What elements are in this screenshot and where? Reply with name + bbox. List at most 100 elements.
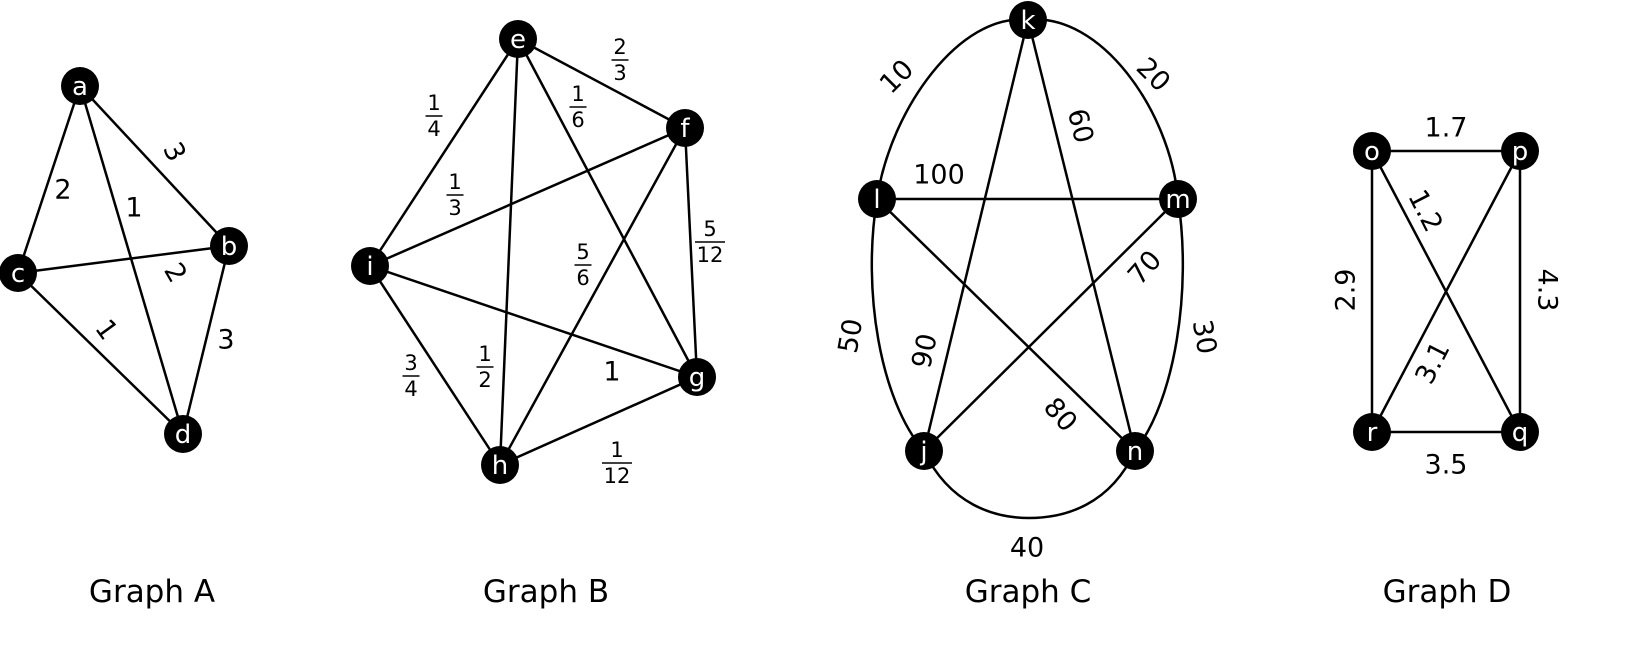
edge-m-j xyxy=(923,198,1179,452)
edge-k-l xyxy=(875,18,1029,200)
edge-weight-b-d: 3 xyxy=(217,325,234,356)
graph-title: Graph B xyxy=(483,574,609,610)
edge-weight-label: 20 xyxy=(1130,52,1176,98)
node-circle xyxy=(164,415,202,453)
node-m: m xyxy=(1159,180,1197,218)
node-circle xyxy=(1116,432,1154,470)
node-circle xyxy=(481,446,519,484)
edge-weight-f-h: 56 xyxy=(574,240,592,290)
node-label: d xyxy=(175,420,192,450)
node-circle xyxy=(1353,132,1391,170)
fraction-numerator: 1 xyxy=(448,170,461,194)
edge-weight-label: 1 xyxy=(88,314,123,346)
edge-b-d xyxy=(181,245,231,435)
fraction-denominator: 6 xyxy=(576,266,589,290)
node-circle xyxy=(61,67,99,105)
edge-weight-l-n: 80 xyxy=(1037,392,1083,438)
node-k: k xyxy=(1009,1,1047,39)
edge-weight-o-p: 1.7 xyxy=(1425,113,1468,144)
edge-f-i xyxy=(369,126,686,268)
edge-c-b xyxy=(17,244,230,275)
node-label: b xyxy=(221,232,238,262)
edge-weight-f-g: 512 xyxy=(695,217,725,267)
edge-weight-label: 40 xyxy=(1010,533,1044,564)
fraction-denominator: 2 xyxy=(478,368,491,392)
node-label: o xyxy=(1364,137,1380,167)
node-g: g xyxy=(678,358,716,396)
edge-weight-h-g: 112 xyxy=(602,438,632,488)
edge-weight-label: 50 xyxy=(833,316,869,355)
edge-weight-label: 4.3 xyxy=(1532,269,1563,312)
edge-weight-label: 3.1 xyxy=(1409,337,1456,389)
edge-weight-r-q: 3.5 xyxy=(1425,450,1468,481)
node-d: d xyxy=(164,415,202,453)
edge-weight-k-m: 20 xyxy=(1130,52,1176,98)
edge-weight-label: 70 xyxy=(1122,245,1168,291)
edge-weight-label: 3 xyxy=(156,137,191,166)
edge-i-h xyxy=(368,265,502,466)
edge-weight-label: 100 xyxy=(913,160,965,191)
edge-weight-label: 30 xyxy=(1186,317,1222,356)
node-circle xyxy=(0,254,37,292)
node-label: g xyxy=(689,363,706,393)
edge-weight-i-g: 1 xyxy=(603,357,620,388)
node-f: f xyxy=(666,109,704,147)
node-label: f xyxy=(680,114,690,144)
edge-weight-k-j: 90 xyxy=(906,331,943,371)
node-q: q xyxy=(1501,413,1539,451)
fraction-denominator: 4 xyxy=(427,117,440,141)
node-label: p xyxy=(1512,137,1529,167)
edge-p-r xyxy=(1370,150,1522,433)
node-circle xyxy=(905,432,943,470)
fraction-numerator: 5 xyxy=(703,217,716,241)
node-label: q xyxy=(1512,418,1529,448)
fraction-numerator: 1 xyxy=(478,342,491,366)
node-label: c xyxy=(11,259,25,289)
fraction-numerator: 2 xyxy=(613,35,626,59)
fraction-numerator: 1 xyxy=(571,82,584,106)
fraction-denominator: 12 xyxy=(604,464,631,488)
node-j: j xyxy=(905,432,943,470)
node-label: l xyxy=(873,185,880,215)
node-o: o xyxy=(1353,132,1391,170)
edge-c-d xyxy=(17,272,184,435)
node-label: k xyxy=(1020,6,1035,36)
node-c: c xyxy=(0,254,37,292)
fraction-denominator: 12 xyxy=(697,243,724,267)
node-circle xyxy=(1501,413,1539,451)
edge-a-d xyxy=(78,85,185,435)
fraction-denominator: 6 xyxy=(571,108,584,132)
edge-weight-p-r: 3.1 xyxy=(1409,337,1456,389)
edge-weight-j-n: 40 xyxy=(1010,533,1044,564)
graph-title: Graph A xyxy=(89,574,215,610)
fraction-denominator: 3 xyxy=(613,61,626,85)
edge-weight-e-h: 12 xyxy=(476,342,494,392)
fraction-numerator: 1 xyxy=(427,91,440,115)
node-label: r xyxy=(1367,418,1378,448)
edge-m-n xyxy=(1134,198,1185,452)
node-label: m xyxy=(1165,185,1190,215)
edge-weight-label: 2 xyxy=(54,175,71,206)
node-n: n xyxy=(1116,432,1154,470)
node-circle xyxy=(1159,180,1197,218)
edge-weight-o-r: 2.9 xyxy=(1331,269,1362,312)
edge-f-h xyxy=(498,127,687,466)
edge-weight-a-b: 3 xyxy=(156,137,191,166)
edge-weight-e-g: 16 xyxy=(569,82,587,132)
graph-title: Graph C xyxy=(965,574,1092,610)
node-a: a xyxy=(61,67,99,105)
fraction-denominator: 3 xyxy=(448,196,461,220)
edge-weight-p-q: 4.3 xyxy=(1532,269,1563,312)
edge-weight-label: 1.7 xyxy=(1425,113,1468,144)
node-p: p xyxy=(1501,132,1539,170)
node-circle xyxy=(666,109,704,147)
edge-h-g xyxy=(499,375,698,467)
edge-j-n xyxy=(922,450,1137,520)
edge-weight-k-n: 60 xyxy=(1061,106,1099,147)
node-label: h xyxy=(492,451,508,481)
edge-l-j xyxy=(870,198,925,452)
node-circle xyxy=(1353,413,1391,451)
fraction-numerator: 3 xyxy=(404,351,417,375)
fraction-denominator: 4 xyxy=(404,377,417,401)
